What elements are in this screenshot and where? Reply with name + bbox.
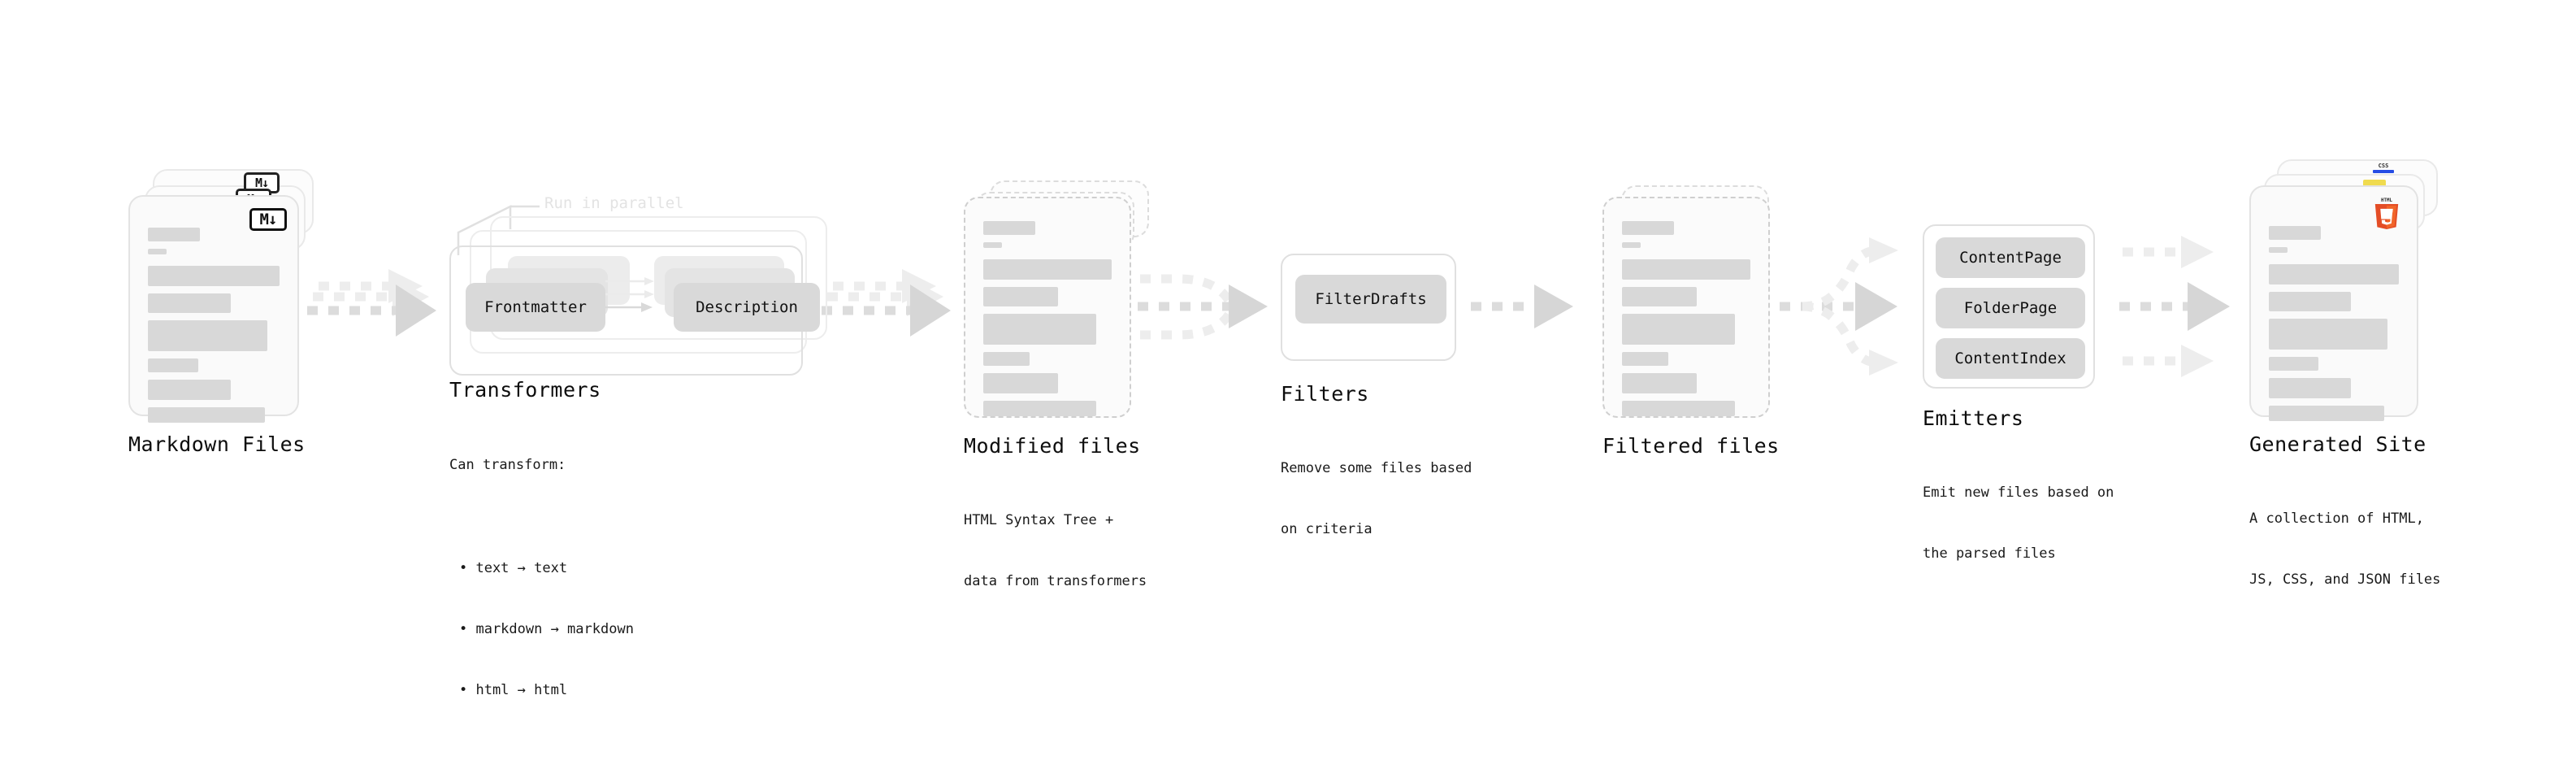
content-bar xyxy=(983,352,1030,366)
transform-bullet: • html → html xyxy=(459,682,568,698)
svg-text:HTML: HTML xyxy=(2381,198,2392,203)
desc-line: Emit new files based on xyxy=(1923,484,2114,501)
transformers-desc: Can transform: • text → text • markdown … xyxy=(449,415,634,782)
content-bar xyxy=(1622,259,1750,280)
modified-files-title: Modified files xyxy=(964,434,1141,458)
generated-site-desc: A collection of HTML, JS, CSS, and JSON … xyxy=(2249,468,2440,631)
filtered-content-bars xyxy=(1622,221,1750,424)
css-icon: CSS xyxy=(2373,163,2394,173)
site-content-bars xyxy=(2269,226,2399,428)
arrow-modified-to-filters xyxy=(1138,274,1268,340)
arrow-filters-to-filtered xyxy=(1471,285,1573,328)
transform-bullet: • markdown → markdown xyxy=(459,621,634,637)
content-bar xyxy=(1622,287,1697,306)
content-bar xyxy=(148,249,167,254)
filters-box: FilterDrafts xyxy=(1281,254,1456,361)
generated-site-title: Generated Site xyxy=(2249,432,2426,456)
content-bar xyxy=(2269,406,2385,421)
site-card: HTML xyxy=(2249,185,2418,421)
run-in-parallel-label: Run in parallel xyxy=(544,194,684,212)
desc-line: HTML Syntax Tree + xyxy=(964,512,1114,528)
desc-line: on criteria xyxy=(1281,521,1373,537)
modified-content-bars xyxy=(983,221,1112,424)
content-bar xyxy=(1622,373,1697,393)
content-bar xyxy=(148,380,232,400)
content-bar xyxy=(2269,292,2351,311)
desc-line: the parsed files xyxy=(1923,545,2056,562)
filter-drafts-chip[interactable]: FilterDrafts xyxy=(1295,275,1446,324)
emitters-desc: Emit new files based on the parsed files xyxy=(1923,442,2114,605)
desc-line: JS, CSS, and JSON files xyxy=(2249,571,2441,588)
css-icon-underline xyxy=(2373,170,2394,173)
content-bar xyxy=(2269,264,2399,285)
filtered-card xyxy=(1602,197,1770,418)
content-bar xyxy=(1622,314,1736,345)
transform-bullet: • text → text xyxy=(459,560,568,576)
transformers-desc-head: Can transform: xyxy=(449,457,566,473)
desc-line: data from transformers xyxy=(964,573,1147,589)
transformers-title: Transformers xyxy=(449,378,601,402)
content-bar xyxy=(148,228,200,241)
modified-files-desc: HTML Syntax Tree + data from transformer… xyxy=(964,470,1147,632)
run-in-parallel-connector xyxy=(457,204,540,255)
desc-line: A collection of HTML, xyxy=(2249,510,2424,527)
content-bar xyxy=(983,401,1097,416)
filters-desc: Remove some files based on criteria xyxy=(1281,418,1472,580)
frontmatter-chip[interactable]: Frontmatter xyxy=(466,283,605,332)
emitters-title: Emitters xyxy=(1923,406,2024,430)
markdown-content-bars xyxy=(148,228,280,430)
pipeline-diagram: .dsh{stroke:#dcdcdc;stroke-width:11;stro… xyxy=(128,159,2440,698)
arrow-emitters-to-site xyxy=(2119,236,2230,377)
content-bar xyxy=(983,314,1097,345)
content-bar xyxy=(983,221,1035,235)
content-bar xyxy=(1622,242,1641,248)
markdown-card: M↓ xyxy=(128,195,299,423)
arrow-filtered-to-emitters xyxy=(1780,237,1898,376)
content-bar xyxy=(983,242,1002,248)
transformer-inner-arrows xyxy=(605,277,654,312)
filtered-files-title: Filtered files xyxy=(1602,434,1780,458)
transformers-bullets: • text → text • markdown → markdown • ht… xyxy=(459,518,634,741)
markdown-files-title: Markdown Files xyxy=(128,432,306,456)
html5-icon: HTML xyxy=(2374,198,2399,229)
content-bar xyxy=(1622,221,1674,235)
content-bar xyxy=(983,373,1058,393)
content-bar xyxy=(148,407,266,423)
content-bar xyxy=(2269,378,2351,398)
content-page-chip[interactable]: ContentPage xyxy=(1936,237,2085,278)
content-bar xyxy=(2269,357,2318,371)
desc-line: Remove some files based xyxy=(1281,460,1472,476)
arrow-transformers-to-modified xyxy=(822,269,951,337)
content-bar xyxy=(2269,319,2387,350)
content-bar xyxy=(2269,226,2321,240)
content-bar xyxy=(2269,247,2288,253)
content-bar xyxy=(148,358,198,372)
modified-card xyxy=(964,197,1131,418)
content-bar xyxy=(148,293,232,313)
content-index-chip[interactable]: ContentIndex xyxy=(1936,338,2085,379)
description-chip[interactable]: Description xyxy=(674,283,820,332)
content-bar xyxy=(1622,401,1736,416)
content-bar xyxy=(148,320,268,351)
content-bar xyxy=(983,287,1058,306)
content-bar xyxy=(148,266,280,286)
arrow-md-to-transformers xyxy=(307,269,436,337)
emitters-box: ContentPage FolderPage ContentIndex xyxy=(1923,224,2095,389)
content-bar xyxy=(983,259,1112,280)
filters-title: Filters xyxy=(1281,382,1369,406)
css-icon-label: CSS xyxy=(2378,163,2389,169)
content-bar xyxy=(1622,352,1668,366)
folder-page-chip[interactable]: FolderPage xyxy=(1936,288,2085,328)
markdown-badge: M↓ xyxy=(249,208,287,231)
